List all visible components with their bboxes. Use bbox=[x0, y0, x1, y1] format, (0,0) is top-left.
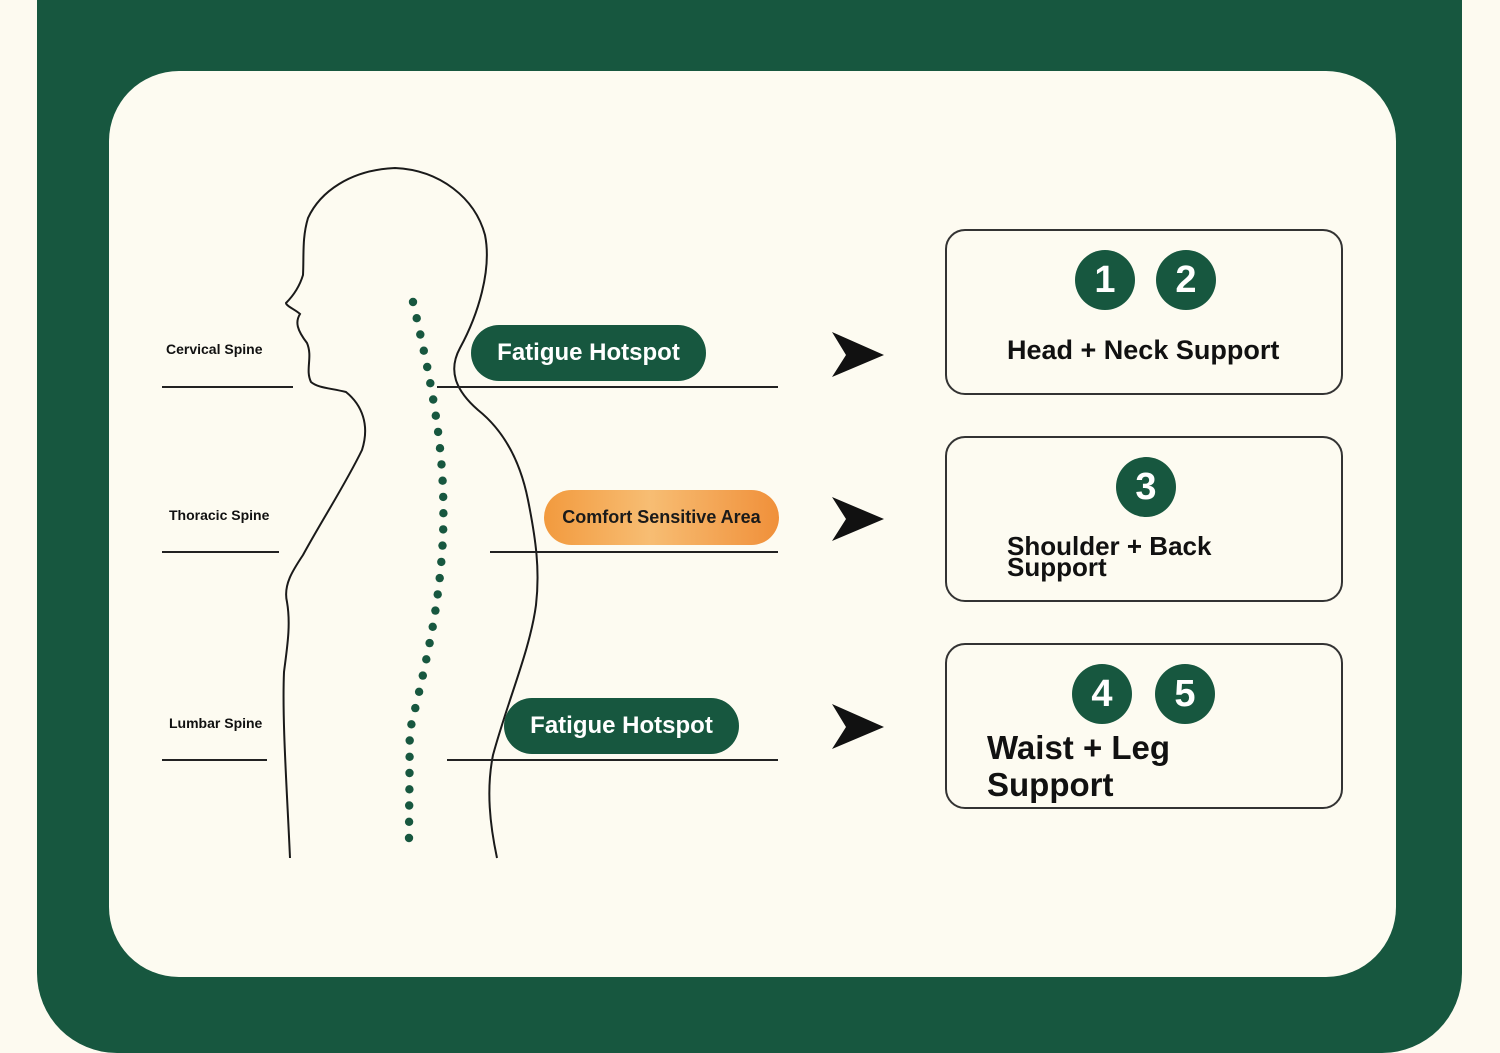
badge-2: 2 bbox=[1156, 250, 1216, 310]
body-silhouette bbox=[282, 166, 539, 859]
spine-dots bbox=[404, 297, 448, 843]
spine-label-lumbar: Lumbar Spine bbox=[169, 715, 263, 731]
spine-dot bbox=[437, 460, 446, 469]
spine-dot bbox=[438, 541, 447, 550]
spine-dot bbox=[404, 817, 414, 826]
support-card-waist-leg: 4 5 Waist + Leg Support bbox=[945, 643, 1343, 809]
spine-dot bbox=[439, 492, 448, 502]
badge-3: 3 bbox=[1116, 457, 1176, 517]
spine-dot bbox=[414, 687, 424, 696]
spine-dot bbox=[433, 427, 443, 437]
support-title-head-neck: Head + Neck Support bbox=[1007, 335, 1280, 365]
spine-dot bbox=[412, 314, 421, 323]
support-title-waist-leg: Waist + Leg Support bbox=[987, 729, 1171, 803]
spine-dot bbox=[416, 330, 425, 339]
spine-dot bbox=[405, 736, 414, 745]
spine-dot bbox=[408, 297, 418, 307]
spine-dot bbox=[426, 379, 435, 388]
spine-dot bbox=[435, 573, 444, 583]
spine-dot bbox=[429, 395, 438, 404]
support-card-head-neck: 1 2 Head + Neck Support bbox=[945, 229, 1343, 395]
spine-dot bbox=[418, 671, 427, 680]
badge-5: 5 bbox=[1155, 664, 1215, 724]
spine-label-cervical: Cervical Spine bbox=[166, 341, 263, 357]
zone-tag-cervical: Fatigue Hotspot bbox=[471, 325, 706, 381]
spine-label-thoracic: Thoracic Spine bbox=[169, 507, 270, 523]
spine-dot bbox=[407, 720, 416, 729]
spine-dot bbox=[431, 606, 440, 615]
spine-dot bbox=[405, 768, 414, 778]
support-title-shoulder-back: Shoulder + Back Support bbox=[1007, 531, 1212, 582]
spine-dot bbox=[438, 476, 447, 485]
zone-tag-thoracic: Comfort Sensitive Area bbox=[544, 490, 779, 545]
arrow-right-icon bbox=[832, 497, 884, 541]
spine-dot bbox=[405, 752, 414, 761]
arrow-right-icon bbox=[832, 332, 884, 377]
spine-dot bbox=[431, 411, 440, 420]
zone-tag-lumbar: Fatigue Hotspot bbox=[504, 698, 739, 754]
spine-dot bbox=[404, 833, 414, 843]
badge-1: 1 bbox=[1075, 250, 1135, 310]
spine-dot bbox=[439, 525, 448, 534]
spine-dot bbox=[419, 346, 428, 355]
spine-dot bbox=[405, 785, 414, 794]
spine-dot bbox=[437, 557, 446, 567]
spine-dot bbox=[433, 590, 442, 599]
spine-dot bbox=[435, 444, 445, 453]
arrow-right-icon bbox=[832, 704, 884, 749]
spine-dot bbox=[411, 703, 420, 713]
support-card-shoulder-back: 3 Shoulder + Back Support bbox=[945, 436, 1343, 602]
spine-dot bbox=[428, 622, 437, 631]
spine-dot bbox=[422, 655, 431, 664]
spine-dot bbox=[405, 801, 414, 810]
spine-dot bbox=[439, 509, 448, 518]
spine-dot bbox=[423, 362, 432, 372]
badge-4: 4 bbox=[1072, 664, 1132, 724]
spine-dot bbox=[425, 638, 434, 648]
